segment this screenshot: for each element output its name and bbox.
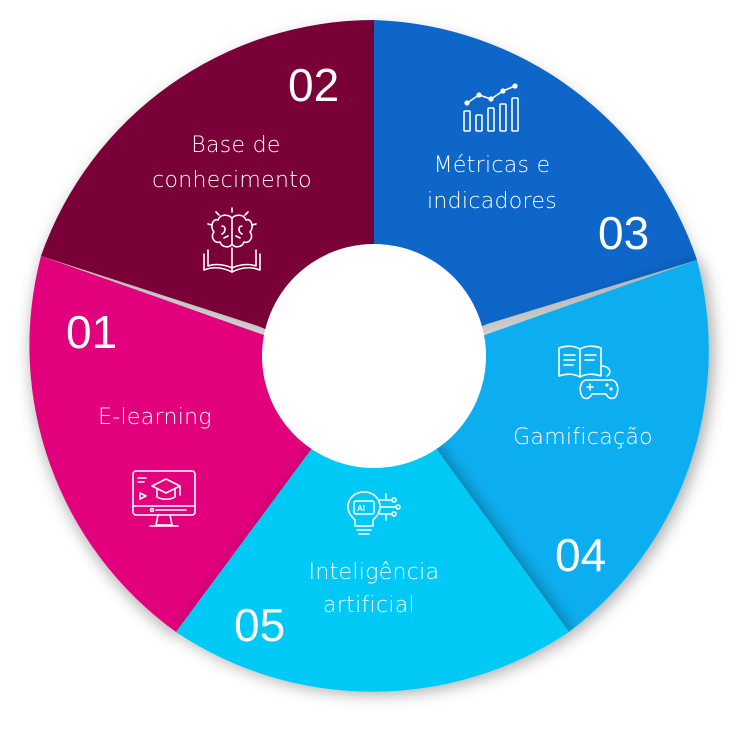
segment-03-label-line-2: indicadores <box>427 189 557 214</box>
segment-05-number: 05 <box>234 599 285 651</box>
segment-01-label-line-1: E-learning <box>98 405 212 430</box>
segment-02-number: 02 <box>288 59 339 111</box>
segment-02-label-line-2: conhecimento <box>152 168 312 193</box>
brain-book-icon <box>203 207 261 273</box>
bar-chart-icon <box>463 83 519 132</box>
segment-01-number: 01 <box>66 306 117 358</box>
ai-lightbulb-icon: AI <box>347 491 401 535</box>
segment-03-label-line-1: Métricas e <box>434 153 551 178</box>
segment-05-shape <box>176 374 569 692</box>
segment-03-number: 03 <box>598 207 649 259</box>
segment-05-label-line-1: Inteligência <box>309 560 440 585</box>
segment-05-label-line-2: artificial <box>323 593 415 618</box>
e-learning-monitor-icon <box>132 470 196 527</box>
svg-text:AI: AI <box>357 504 365 513</box>
segment-04-label-line-1: Gamificação <box>513 425 653 450</box>
book-gamepad-icon <box>558 345 619 400</box>
segment-02-label-line-1: Base de <box>191 133 280 158</box>
center-hole <box>262 244 486 468</box>
segment-04-number: 04 <box>555 529 606 581</box>
